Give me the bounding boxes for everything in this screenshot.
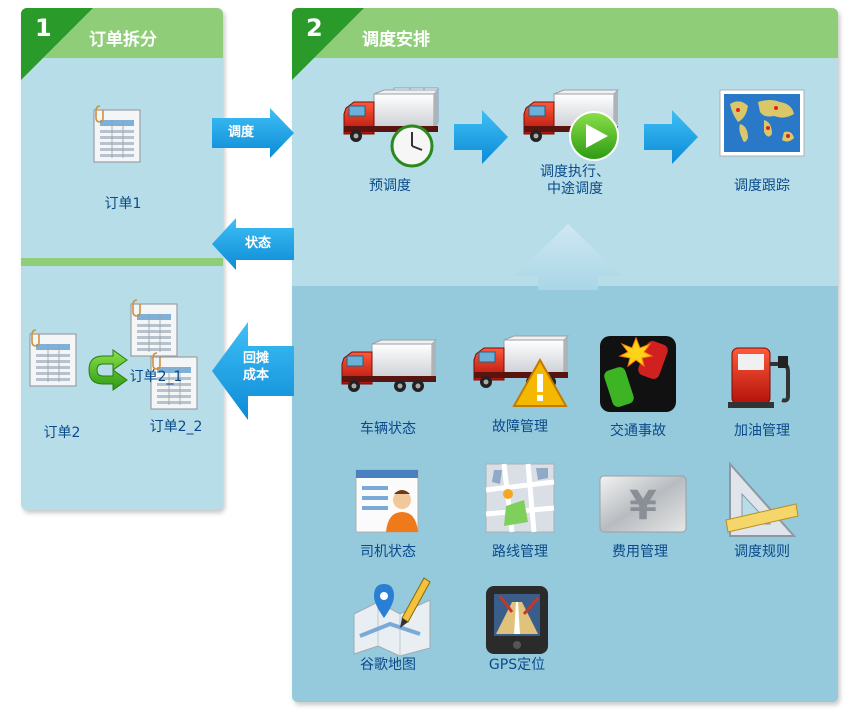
dispatch-header	[292, 8, 838, 58]
svg-text:¥: ¥	[629, 483, 657, 529]
dispatch-tracking-label: 调度跟踪	[734, 178, 790, 194]
module-label: GPS定位	[488, 657, 546, 673]
module-label: 故障管理	[492, 419, 548, 435]
traffic-accident-icon[interactable]	[598, 334, 678, 414]
order2-doc-icon[interactable]	[26, 328, 82, 390]
order2-2-label: 订单2_2	[149, 419, 203, 435]
section-divider	[21, 258, 223, 266]
flow-arrow-icon	[454, 110, 508, 164]
order1-label: 订单1	[104, 196, 142, 212]
status-arrow-label: 状态	[244, 236, 271, 251]
module-label: 谷歌地图	[360, 657, 416, 673]
step-number: 2	[306, 14, 323, 42]
step-corner	[292, 8, 364, 80]
order1-doc-icon[interactable]	[90, 104, 146, 166]
cost-allocation-arrow	[212, 322, 294, 420]
dispatch-execute-label: 调度执行、 中途调度	[520, 164, 630, 198]
up-arrow	[514, 224, 622, 290]
module-label: 调度规则	[734, 544, 790, 560]
module-label: 费用管理	[612, 544, 668, 560]
pre-dispatch-label: 预调度	[369, 178, 411, 194]
module-label: 交通事故	[610, 423, 666, 439]
dispatch-title: 调度安排	[362, 30, 430, 50]
step-corner	[21, 8, 93, 80]
yen-icon[interactable]: ¥	[598, 470, 688, 536]
module-label: 司机状态	[360, 544, 416, 560]
vehicle-status-icon[interactable]	[338, 334, 438, 400]
driver-card-icon[interactable]	[352, 464, 424, 540]
world-map-icon[interactable]	[718, 88, 806, 160]
order2-1-label: 订单2_1	[129, 369, 183, 385]
status-arrow	[212, 218, 294, 270]
flow-arrow-icon	[644, 110, 698, 164]
dispatch-arrow-label: 调度	[227, 125, 254, 140]
order-split-title: 订单拆分	[89, 30, 157, 50]
gps-device-icon[interactable]	[482, 582, 552, 658]
ruler-triangle-icon[interactable]	[724, 460, 800, 540]
module-label: 车辆状态	[360, 421, 416, 437]
module-label: 路线管理	[492, 544, 548, 560]
order2-label: 订单2	[43, 425, 81, 441]
dispatch-panel: 2 调度安排 预调度 调度执行、 中途调度	[292, 8, 838, 702]
fault-management-icon[interactable]	[470, 332, 578, 410]
dispatch-arrow	[212, 108, 294, 158]
dispatch-execute-icon[interactable]	[520, 84, 630, 170]
split-arrow-icon	[88, 349, 128, 391]
cost-label-line2: 成本	[242, 368, 269, 383]
google-map-icon[interactable]	[350, 574, 434, 658]
cost-label-line1: 回摊	[242, 351, 269, 366]
order-split-panel: 1 订单拆分 订单1 订单2 订单2_1 订单2_2	[21, 8, 223, 510]
step-number: 1	[35, 14, 52, 42]
cost-allocation-arrow-label: 回摊 成本	[236, 350, 276, 384]
module-label: 加油管理	[734, 423, 790, 439]
route-map-icon[interactable]	[484, 460, 556, 536]
dispatch-execute-label-line2: 中途调度	[547, 181, 603, 197]
fuel-pump-icon[interactable]	[726, 342, 800, 412]
pre-dispatch-icon[interactable]	[340, 80, 440, 170]
dispatch-execute-label-line1: 调度执行、	[540, 164, 610, 180]
